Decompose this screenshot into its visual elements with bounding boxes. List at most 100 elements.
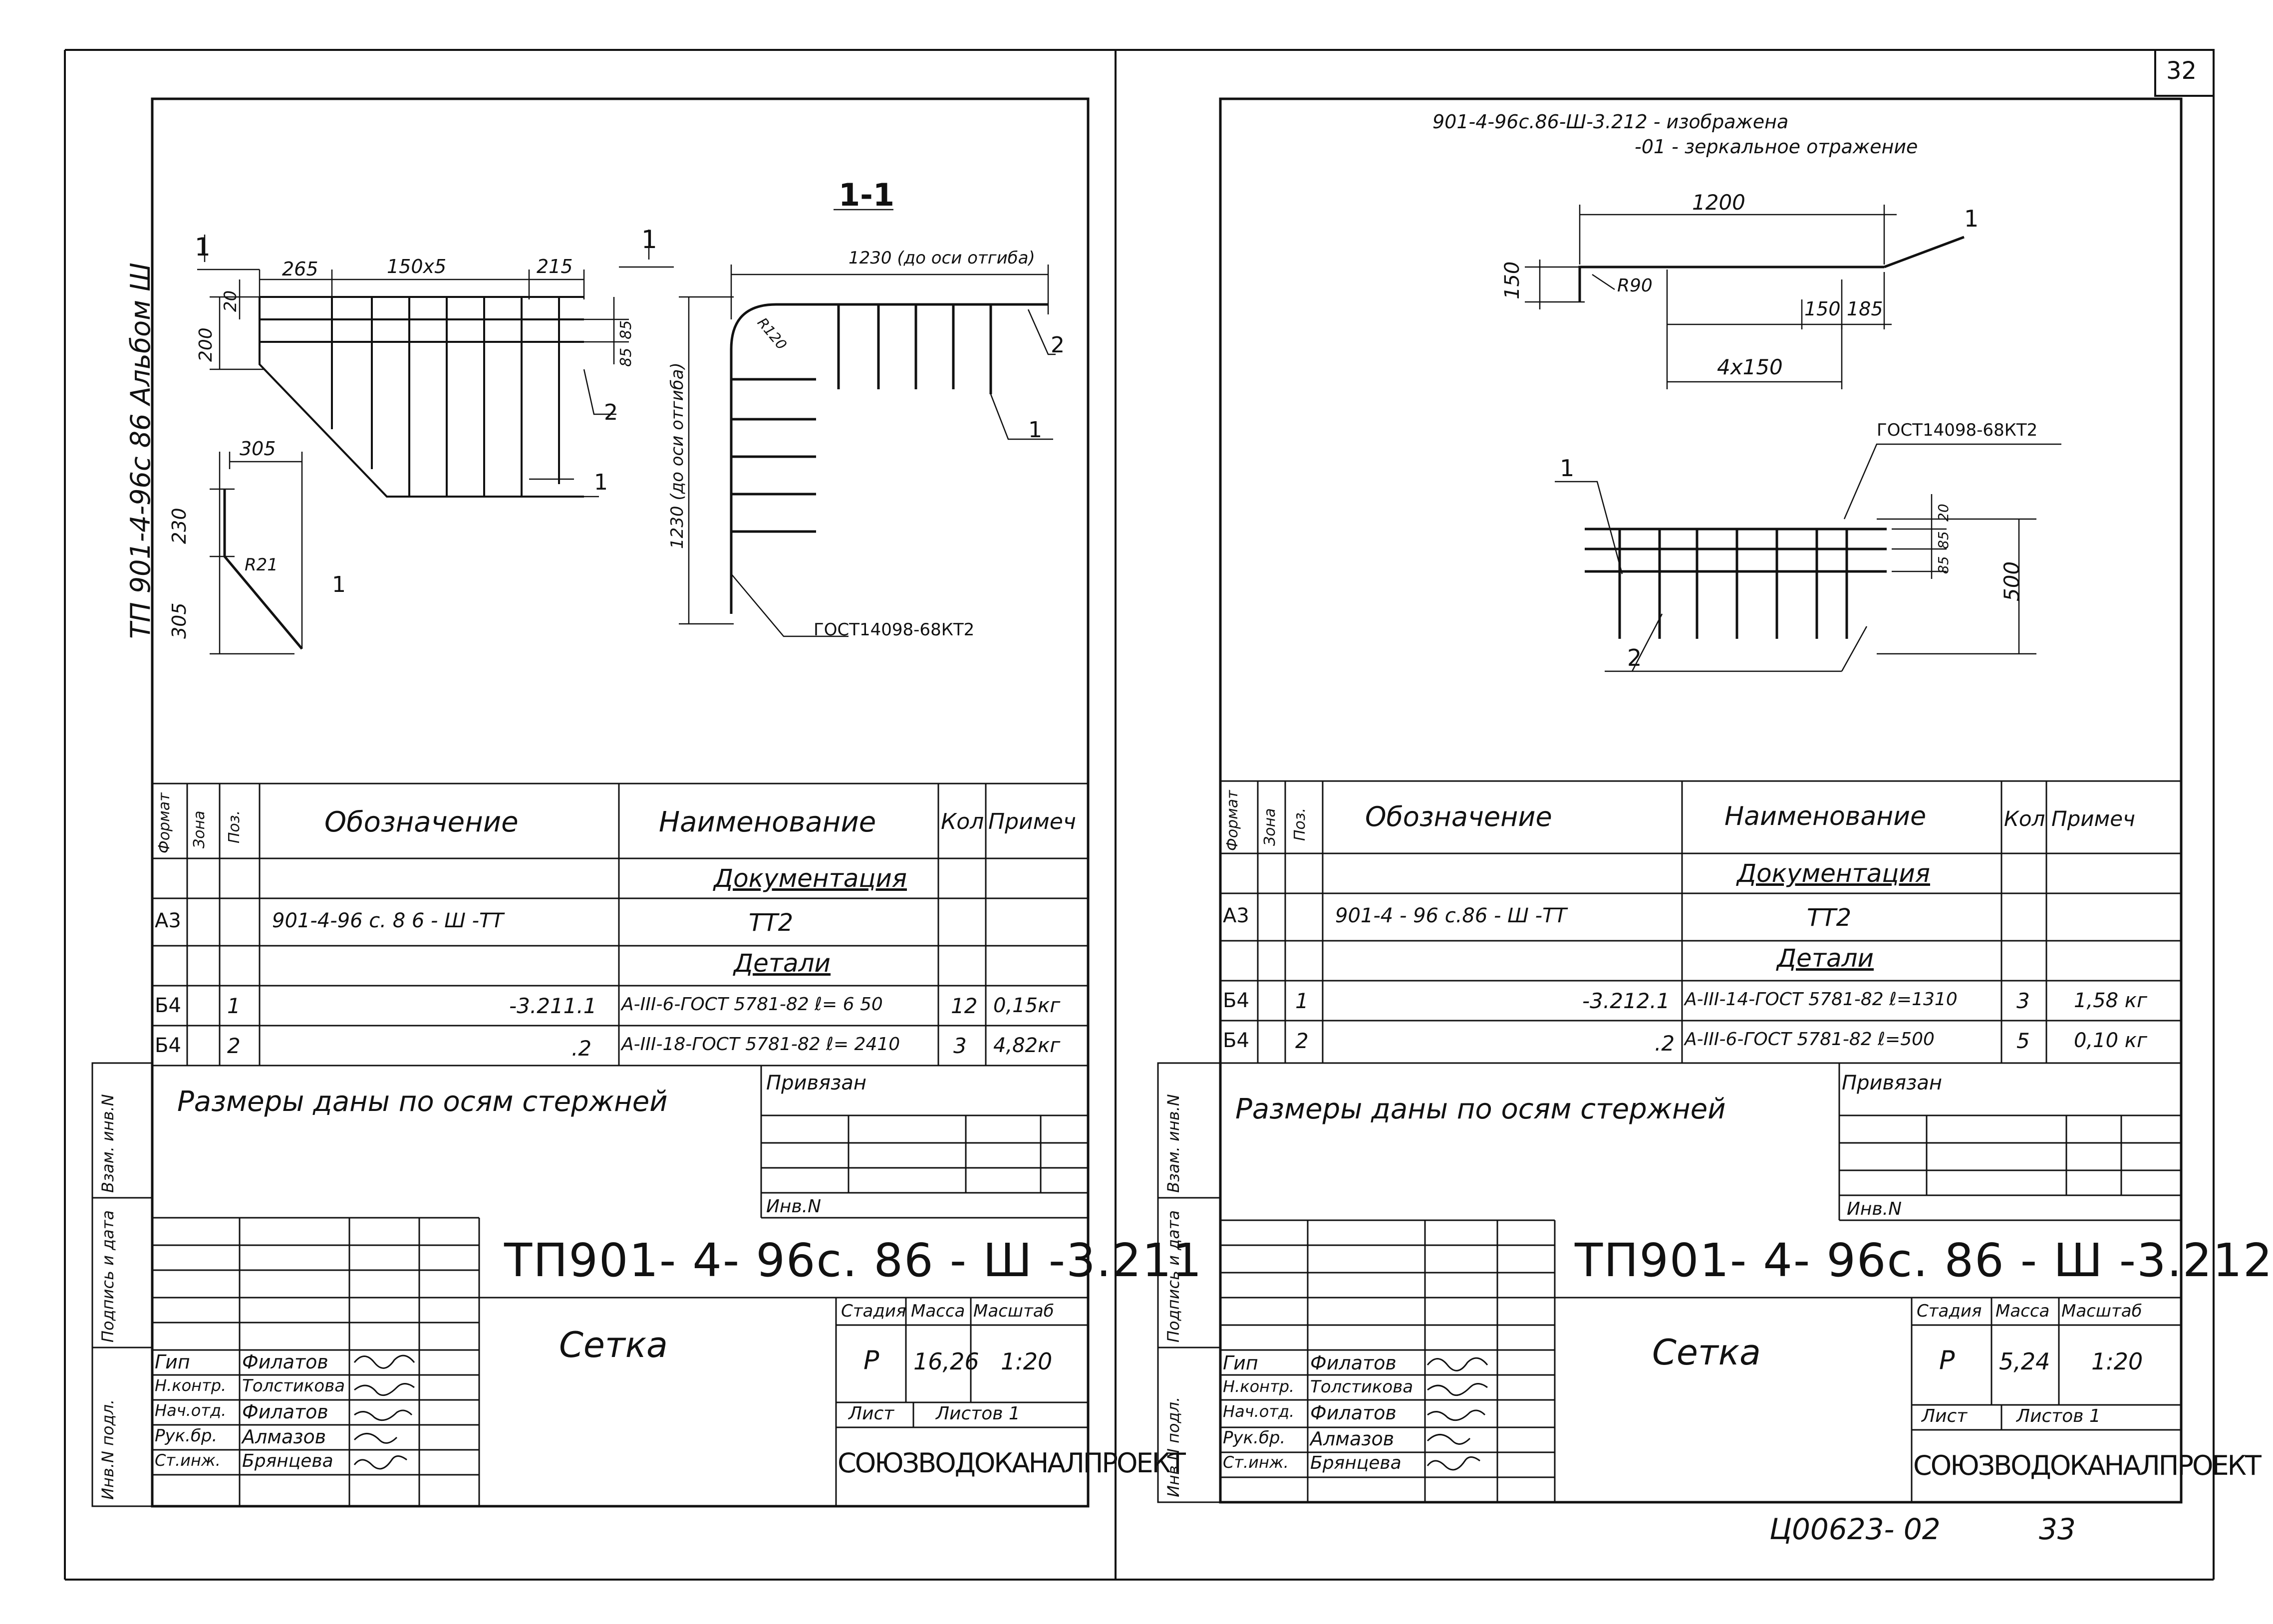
dim-215: 215 (537, 256, 573, 277)
radius-90: R90 (1617, 275, 1653, 296)
leader-1-section: 1 (1028, 417, 1042, 443)
col-note: Примеч (988, 809, 1076, 834)
r-privyazan-label: Привязан (1842, 1072, 1943, 1094)
stage-header: Стадия (841, 1301, 906, 1321)
sheets-label: Листов 1 (936, 1403, 1020, 1424)
scale-value: 1:20 (1001, 1348, 1053, 1375)
bottom-code: Ц00623- 02 (1769, 1512, 1941, 1546)
sig-name-3: Филатов (242, 1401, 328, 1423)
right-mesh-drawing (1585, 528, 1887, 639)
org-name: СОЮЗВОДОКАНАЛПРОЕКТ (838, 1447, 1186, 1479)
page-number: 32 (2166, 57, 2197, 85)
dim-150: 150 (1804, 298, 1841, 320)
row1-pos: 1 (227, 994, 241, 1018)
sig-name-1: Филатов (242, 1351, 328, 1373)
leader-1-bar: 1 (1964, 205, 1979, 232)
leader-2-mesh: 2 (1627, 644, 1642, 671)
r-sig-name-4: Алмазов (1310, 1428, 1395, 1450)
col-name: Наименование (659, 806, 876, 838)
r-sig-role-5: Ст.инж. (1223, 1453, 1289, 1472)
sig-role-2: Н.контр. (155, 1376, 227, 1395)
sig-name-2: Толстикова (242, 1376, 345, 1396)
row1-qty: 12 (951, 994, 978, 1018)
dim-4x150: 4x150 (1717, 355, 1783, 379)
doc-code: ТП901- 4- 96с. 86 - Ш -3.211 (504, 1234, 1203, 1287)
mass-value: 16,26 (913, 1348, 979, 1375)
inv-n-label: Инв.N (766, 1196, 822, 1217)
r-sig-role-1: Гип (1223, 1352, 1258, 1374)
col-qty: Кол (941, 809, 984, 834)
privyazan-label: Привязан (766, 1072, 867, 1094)
right-header-line1: 901-4-96с.86-Ш-3.212 - изображена (1432, 111, 1789, 133)
row2-name: А-III-18-ГОСТ 5781-82 ℓ= 2410 (621, 1034, 900, 1055)
r-sig-name-1: Филатов (1310, 1352, 1397, 1374)
r-row1-designation: -3.212.1 (1582, 989, 1670, 1013)
row2-note: 4,82кг (993, 1034, 1061, 1057)
radius-21: R21 (245, 555, 278, 575)
leader-1-left: 1 (594, 470, 608, 495)
title-setka: Сетка (559, 1325, 668, 1365)
leader-2-left: 2 (604, 400, 618, 425)
sheet-label: Лист (849, 1403, 894, 1424)
dim-1230-h: 1230 (до оси отгиба) (849, 248, 1035, 268)
r-col-designation: Обозначение (1365, 801, 1552, 832)
scale-header: Масштаб (973, 1301, 1054, 1321)
col-designation: Обозначение (324, 806, 519, 838)
r-row2-note: 0,10 кг (2074, 1029, 2147, 1052)
r-sig-role-3: Нач.отд. (1223, 1402, 1295, 1421)
r-col-qty: Кол (2004, 807, 2045, 831)
doc-name: ТТ2 (749, 909, 794, 937)
sig-role-4: Рук.бр. (155, 1426, 218, 1446)
dim-185: 185 (1847, 298, 1883, 320)
gost-left: ГОСТ14098-68КТ2 (814, 620, 975, 640)
r-row2-pos: 2 (1295, 1029, 1309, 1053)
r-stage-header: Стадия (1917, 1301, 1982, 1321)
r-doc-designation: 901-4 - 96 с.86 - Ш -ТТ (1335, 904, 1567, 927)
r-sig-name-2: Толстикова (1310, 1377, 1414, 1397)
parts-title: Детали (734, 949, 831, 978)
r-mass-header: Масса (1995, 1301, 2050, 1321)
r-row1-name: А-III-14-ГОСТ 5781-82 ℓ=1310 (1685, 989, 1958, 1010)
r-row1-qty: 3 (2016, 989, 2030, 1013)
r-doc-format: А3 (1223, 904, 1249, 927)
r-row2-name: А-III-6-ГОСТ 5781-82 ℓ=500 (1685, 1029, 1935, 1050)
r-note-text: Размеры даны по осям стержней (1235, 1093, 1726, 1125)
dim-150x5: 150x5 (387, 256, 447, 277)
leader-1-mesh: 1 (1560, 455, 1575, 482)
r-mass-value: 5,24 (1999, 1348, 2050, 1375)
right-header-line2: -01 - зеркальное отражение (1635, 136, 1918, 158)
r-doc-name: ТТ2 (1807, 904, 1852, 932)
row2-format: Б4 (155, 1034, 181, 1057)
r-title-setka: Сетка (1652, 1332, 1761, 1373)
r-scale-value: 1:20 (2091, 1348, 2143, 1375)
section-marker-right: 1 (641, 225, 657, 254)
row2-pos: 2 (227, 1034, 241, 1058)
left-mesh-drawing (259, 296, 584, 498)
row1-format: Б4 (155, 994, 181, 1017)
r-row1-note: 1,58 кг (2074, 989, 2147, 1012)
r-parts-title: Детали (1777, 944, 1874, 973)
left-sheet-frame (151, 97, 1090, 1508)
r-sheet-label: Лист (1922, 1406, 1968, 1426)
row2-designation: .2 (571, 1036, 592, 1061)
r-sig-name-3: Филатов (1310, 1402, 1397, 1424)
r-col-note: Примеч (2051, 807, 2135, 831)
left-section-drawing (730, 303, 1048, 614)
mass-header: Масса (911, 1301, 965, 1321)
stage-value: Р (863, 1346, 879, 1375)
r-org-name: СОЮЗВОДОКАНАЛПРОЕКТ (1913, 1450, 2262, 1481)
leader-1-detail: 1 (332, 572, 346, 597)
doc-designation: 901-4-96 с. 8 6 - Ш -ТТ (272, 909, 504, 932)
r-row2-designation: .2 (1655, 1031, 1675, 1056)
r-doc-code: ТП901- 4- 96с. 86 - Ш -3.212 (1575, 1234, 2273, 1287)
r-inv-n-label: Инв.N (1847, 1199, 1902, 1219)
dim-305-top: 305 (240, 438, 276, 460)
sig-role-1: Гип (155, 1351, 190, 1373)
r-scale-header: Масштаб (2061, 1301, 2142, 1321)
r-stage-value: Р (1939, 1346, 1955, 1375)
sig-name-5: Брянцева (242, 1451, 333, 1471)
note-text: Размеры даны по осям стержней (177, 1085, 668, 1118)
